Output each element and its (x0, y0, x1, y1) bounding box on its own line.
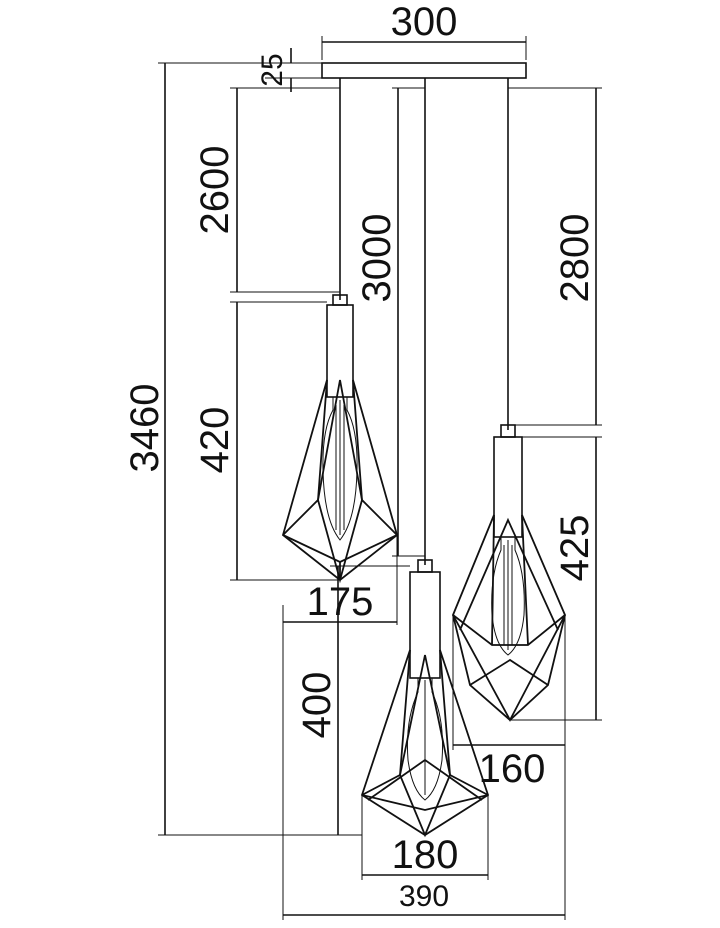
dim-shade-left-width: 175 (307, 580, 374, 624)
dim-cable-center: 3000 (355, 214, 399, 303)
suspension-cables (339, 78, 509, 565)
dim-shade-right-width: 160 (479, 747, 546, 791)
right-pendant (452, 424, 566, 722)
dim-canopy-height: 25 (256, 53, 289, 86)
dimension-lines (158, 36, 602, 920)
dim-overall-width: 390 (399, 880, 449, 913)
dim-shade-center-height: 400 (295, 672, 339, 739)
left-pendant (281, 294, 399, 584)
dim-shade-center-width: 180 (392, 833, 459, 877)
dim-cable-left: 2600 (193, 146, 237, 235)
center-pendant (360, 559, 490, 838)
ceiling-canopy (321, 62, 527, 79)
dim-shade-left-height: 420 (193, 407, 237, 474)
dim-cable-right: 2800 (553, 214, 597, 303)
dim-canopy-width: 300 (391, 0, 458, 44)
dim-shade-right-height: 425 (553, 515, 597, 582)
dim-total-height: 3460 (123, 384, 167, 473)
